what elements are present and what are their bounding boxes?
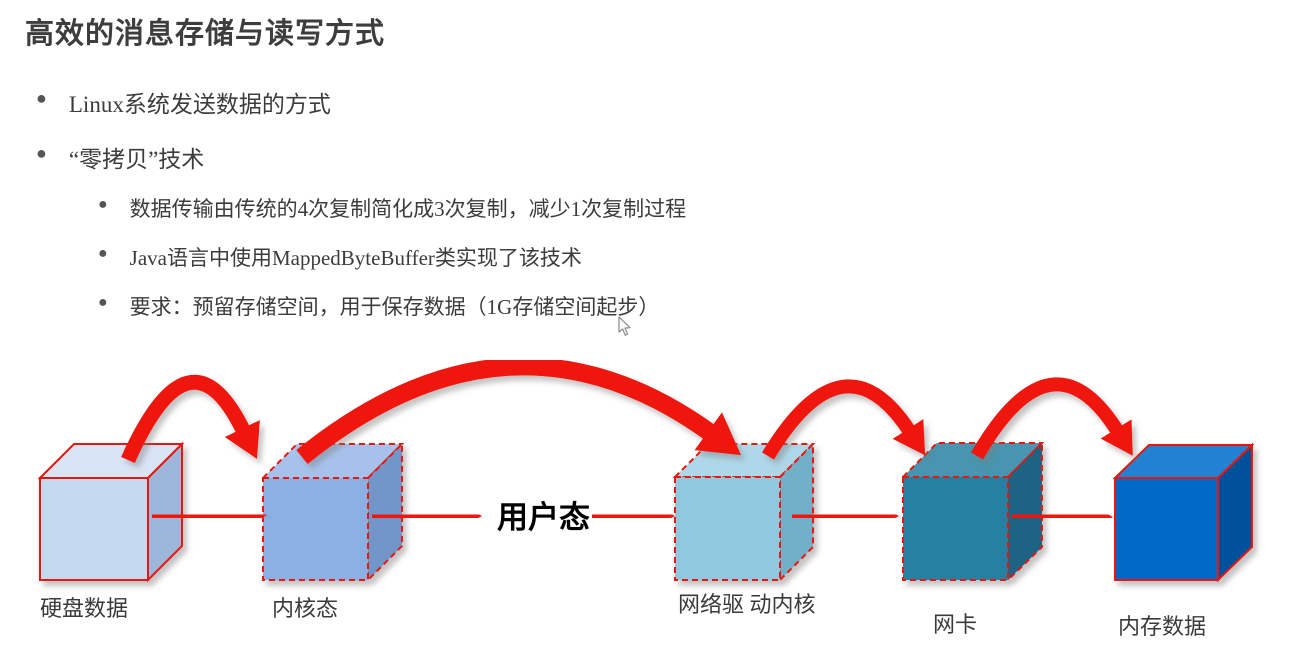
cube-front-face [1114,477,1219,581]
cube-memory-data [1112,442,1255,583]
bullet-label: Linux系统发送数据的方式 [68,92,331,117]
bullet-label: 数据传输由传统的4次复制简化成3次复制，减少1次复制过程 [129,197,687,221]
arc-arrow-card-to-memory [970,377,1133,460]
bullet-item: ● Linux系统发送数据的方式 [36,85,331,119]
bullet-item: ● Java语言中使用MappedByteBuffer类实现了该技术 [98,242,582,272]
bullet-item: ● 数据传输由传统的4次复制简化成3次复制，减少1次复制过程 [98,193,686,223]
bullet-dot-icon: ● [98,245,108,262]
cube-front-face [902,476,1009,581]
cube-front-face [262,477,369,581]
bullet-item: ● “零拷贝”技术 [36,140,204,174]
cube-label-memory-data: 内存数据 [1118,614,1206,639]
bullet-dot-icon: ● [36,88,47,108]
bullet-dot-icon: ● [36,143,47,163]
cube-kernel-mode [260,441,405,583]
bullet-label: Java语言中使用MappedByteBuffer类实现了该技术 [129,246,582,270]
cube-label-network-driver: 网络驱 动内核 [678,592,816,617]
bullet-item: ● 要求：预留存储空间，用于保存数据（1G存储空间起步） [98,291,659,321]
bullet-dot-icon: ● [98,196,108,213]
arc-arrow-kernel-to-network-driver [296,360,742,465]
bullet-label: “零拷贝”技术 [68,147,205,172]
bullet-dot-icon: ● [98,294,108,311]
cube-label-network-card: 网卡 [933,612,977,637]
zero-copy-flow-diagram: 用户态 硬盘数据 内核态 网络驱 动内核 网卡 内存数据 [37,360,1255,639]
cube-label-disk-data: 硬盘数据 [40,596,128,621]
cube-label-kernel-mode: 内核态 [272,596,338,621]
slide-title: 高效的消息存储与读写方式 [25,18,386,50]
user-mode-label: 用户态 [497,500,590,535]
cube-front-face [39,477,149,581]
cube-disk-data [37,441,185,583]
mouse-cursor-icon [618,316,631,336]
arc-arrow-disk-to-kernel [121,374,260,464]
bullet-label: 要求：预留存储空间，用于保存数据（1G存储空间起步） [129,295,660,319]
cube-front-face [674,476,781,581]
arc-arrow-network-driver-to-card [762,379,926,460]
